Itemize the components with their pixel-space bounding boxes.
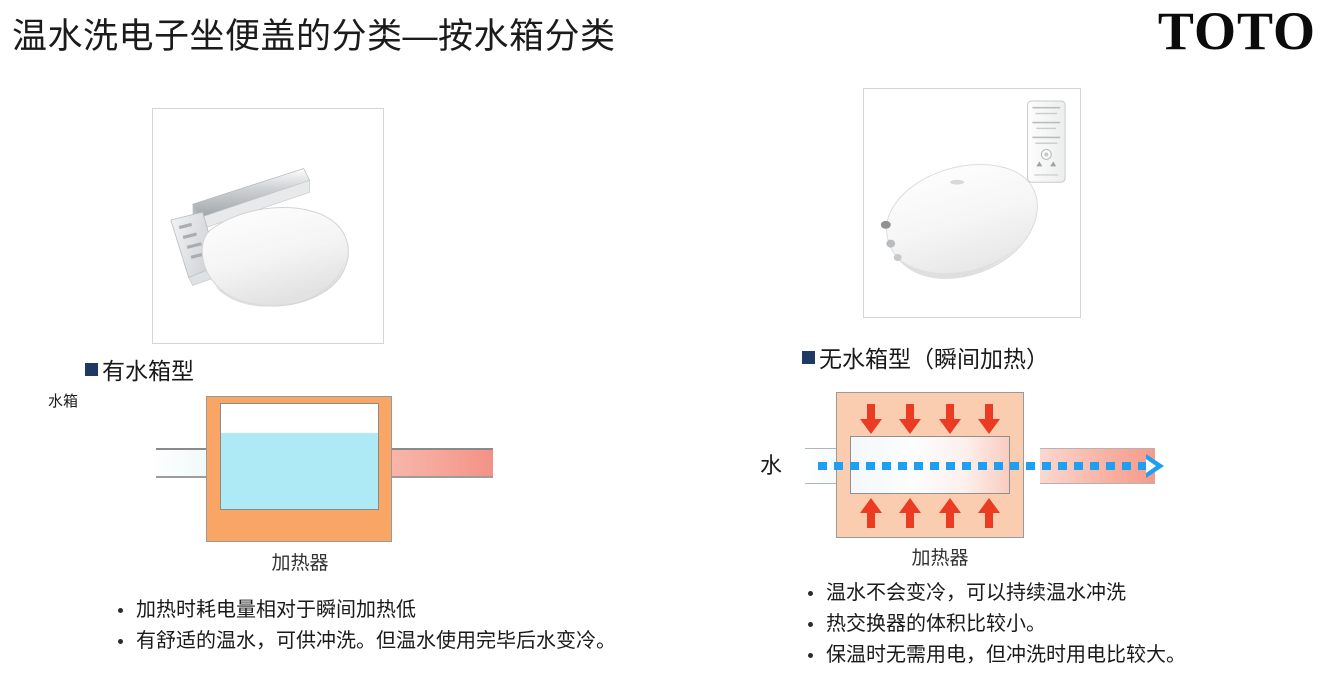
square-bullet-icon — [802, 350, 815, 364]
water-fill — [221, 433, 378, 509]
warm-water-outlet-pipe — [383, 448, 493, 478]
page-title: 温水洗电子坐便盖的分类—按水箱分类 — [12, 17, 616, 56]
remote-control-panel — [1026, 100, 1066, 183]
heat-arrow-up-icon — [938, 498, 961, 528]
left-heading-label: 有水箱型 — [102, 358, 194, 384]
list-item: 温水不会变冷，可以持续温水冲洗 — [800, 578, 1186, 609]
water-flow-arrow-notch — [1146, 459, 1156, 473]
left-bullet-list: 加热时耗电量相对于瞬间加热低 有舒适的温水，可供冲洗。但温水使用完毕后水变冷。 — [110, 595, 616, 657]
right-heater-caption: 加热器 — [911, 548, 969, 569]
water-flow-dotted-line — [818, 462, 1148, 470]
list-item: 热交换器的体积比较小。 — [800, 609, 1186, 640]
heat-arrow-up-icon — [860, 498, 882, 528]
left-column: 有水箱型 水箱 加热器 加热时耗电量相对于瞬间加热低 有舒适的温水，可供冲洗。但… — [40, 0, 660, 682]
left-product-photo — [152, 108, 384, 344]
right-column: 无水箱型（瞬间加热） 水 加热器 温水不会变冷，可以持续温水冲洗 热交换器的体积… — [740, 0, 1334, 682]
water-tank — [220, 403, 379, 510]
tankless-type-seat-illustration — [864, 89, 1080, 317]
right-heading-label: 无水箱型（瞬间加热） — [819, 346, 1049, 372]
right-bullet-list: 温水不会变冷，可以持续温水冲洗 热交换器的体积比较小。 保温时无需用电，但冲洗时… — [800, 578, 1186, 671]
left-heater-caption: 加热器 — [271, 553, 329, 574]
square-bullet-icon — [85, 362, 98, 376]
heat-arrow-up-icon — [977, 498, 1000, 528]
heat-arrow-down-icon — [899, 404, 922, 434]
right-product-photo — [863, 88, 1081, 318]
water-tank-label: 水箱 — [48, 393, 79, 410]
list-item: 保温时无需用电，但冲洗时用电比较大。 — [800, 640, 1186, 671]
heat-arrow-down-icon — [860, 404, 882, 434]
heat-arrow-down-icon — [938, 404, 961, 434]
left-section-heading: 有水箱型 — [85, 352, 194, 386]
heat-arrows-top — [860, 404, 1000, 434]
right-section-heading: 无水箱型（瞬间加热） — [802, 340, 1049, 374]
heat-arrows-bottom — [860, 498, 1000, 528]
heat-arrow-up-icon — [899, 498, 922, 528]
toto-logo: TOTO — [1157, 1, 1316, 61]
tank-type-seat-illustration — [153, 109, 383, 343]
water-inlet-label: 水 — [760, 453, 783, 478]
tank-type-diagram: 水箱 加热器 — [40, 388, 500, 574]
list-item: 有舒适的温水，可供冲洗。但温水使用完毕后水变冷。 — [110, 626, 616, 657]
list-item: 加热时耗电量相对于瞬间加热低 — [110, 595, 616, 626]
heat-arrow-down-icon — [977, 404, 1000, 434]
tankless-type-diagram: 水 加热器 — [740, 388, 1220, 569]
